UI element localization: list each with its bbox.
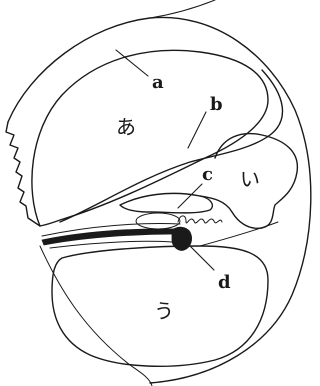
leader-a [116, 50, 148, 76]
label-a: a [152, 72, 164, 93]
small-oval [136, 213, 180, 229]
sheath-boundary-b [60, 70, 282, 222]
leader-b [188, 112, 206, 148]
inner-body-c [120, 193, 212, 212]
label-region-i: い [240, 167, 260, 191]
outer-contour-top-tail [150, 0, 215, 18]
label-d: d [218, 272, 231, 293]
label-region-u: う [154, 299, 174, 323]
label-b: b [210, 94, 223, 115]
label-region-a: あ [116, 115, 136, 139]
coiled-filaments [178, 216, 222, 223]
label-c: c [202, 164, 213, 185]
upper-lobe [32, 50, 268, 226]
